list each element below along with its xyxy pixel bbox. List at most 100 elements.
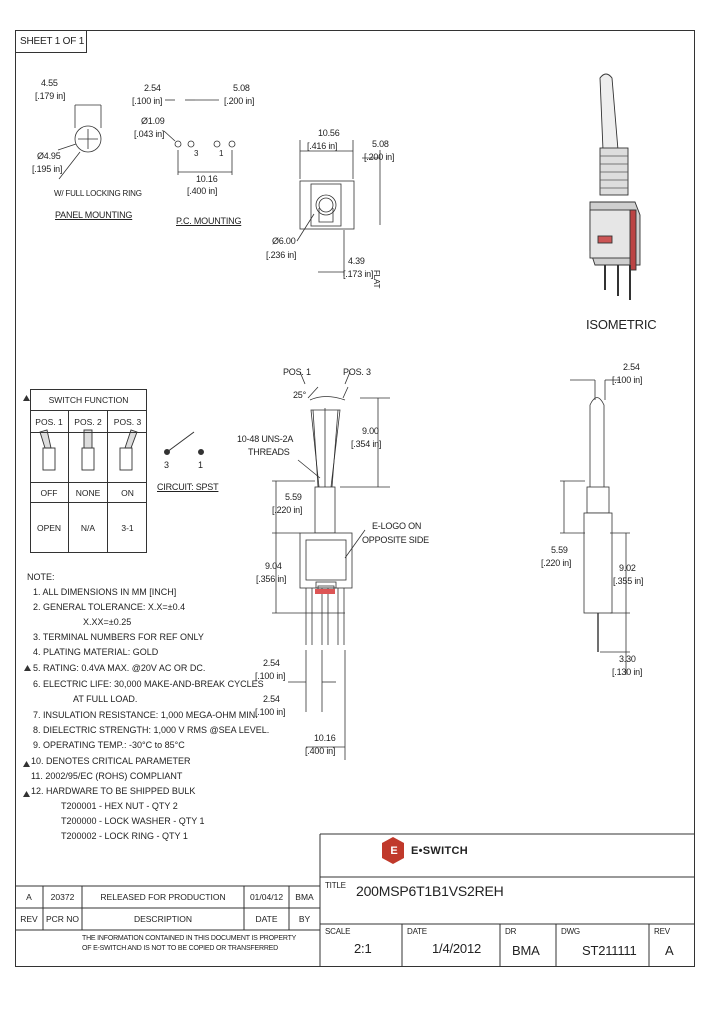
note-6: 6. ELECTRIC LIFE: 30,000 MAKE-AND-BREAK … [33,679,264,689]
date-label: DATE [407,927,427,936]
pc-dim1-in: [.100 in] [132,96,163,106]
switch-func-pos3: ON [108,483,147,503]
switch-circuit-pos3: 3-1 [121,523,134,533]
note-4: 4. PLATING MATERIAL: GOLD [33,647,159,657]
scale-label: SCALE [325,927,351,936]
revision-header-rev: REV [20,914,38,924]
rev-label: REV [654,927,670,936]
front-dim4-in: [.100 in] [255,671,286,681]
front-dim5: 2.54 [263,694,280,704]
switch-function-title: SWITCH FUNCTION [30,389,147,411]
side-dim2: 5.59 [551,545,568,555]
revision-header-date: DATE [255,914,278,924]
note-5: 5. RATING: 0.4VA MAX. @20V AC OR DC. [33,663,206,673]
top-dim2: 5.08 [372,139,389,149]
pc-pin-1: 1 [219,149,224,158]
circuit-label: CIRCUIT: SPST [157,482,219,492]
circuit-pin-1: 1 [198,460,203,470]
side-dim3: 9.02 [619,563,636,573]
side-dim2-in: [.220 in] [541,558,572,568]
dr-label: DR [505,927,517,936]
note-10: 10. DENOTES CRITICAL PARAMETER [31,756,191,766]
eswitch-logo: E•SWITCH [411,845,468,857]
top-dim4-in: [.173 in] [343,269,374,279]
note-7: 7. INSULATION RESISTANCE: 1,000 MEGA-OHM… [33,710,258,720]
top-dim4: 4.39 [348,256,365,266]
revision-row-desc: RELEASED FOR PRODUCTION [100,892,226,902]
note-1: 1. ALL DIMENSIONS IN MM [INCH] [33,587,177,597]
switch-function-table [30,389,147,553]
top-dim3: Ø6.00 [272,236,296,246]
pc-pin-3: 3 [194,149,199,158]
note-12b: T200000 - LOCK WASHER - QTY 1 [61,816,205,826]
pc-dim2-in: [.200 in] [224,96,255,106]
pc-dim3: Ø1.09 [141,116,165,126]
revision-row-date: 01/04/12 [249,892,284,902]
panel-dim2-in: [.195 in] [32,164,63,174]
front-dim2-in: [.220 in] [272,505,303,515]
switch-lever-cell-1 [30,433,69,483]
top-dim1-in: [.416 in] [307,141,338,151]
revision-row-by: BMA [295,892,314,902]
front-dim1-in: [.354 in] [351,439,382,449]
side-dim1: 2.54 [623,362,640,372]
confidential-line-1: THE INFORMATION CONTAINED IN THIS DOCUME… [82,935,297,942]
front-thread: 10-48 UNS-2A [237,434,294,444]
title-label: TITLE [325,881,346,890]
switch-header-pos3: POS. 3 [108,411,147,433]
note-12c: T200002 - LOCK RING - QTY 1 [61,831,188,841]
note-6b: AT FULL LOAD. [73,694,138,704]
panel-mounting-label: PANEL MOUNTING [55,210,133,220]
note-8: 8. DIELECTRIC STRENGTH: 1,000 V RMS @SEA… [33,725,270,735]
note-12: 12. HARDWARE TO BE SHIPPED BULK [31,786,196,796]
revision-header-desc: DESCRIPTION [133,914,193,924]
confidential-line-2: OF E-SWITCH AND IS NOT TO BE COPIED OR T… [82,945,279,952]
panel-note: W/ FULL LOCKING RING [54,189,142,198]
side-dim1-in: [.100 in] [612,375,643,385]
front-elogo: E-LOGO ON [372,521,422,531]
revision-row-pcr: 20372 [50,892,75,902]
revision-header-pcr: PCR NO [45,914,80,924]
switch-func-pos1: OFF [30,483,69,503]
pc-dim1: 2.54 [144,83,161,93]
front-pos3: POS. 3 [343,367,371,377]
circuit-pin-3: 3 [164,460,169,470]
front-dim2: 5.59 [285,492,302,502]
side-dim4-in: [.130 in] [612,667,643,677]
front-angle: 25° [293,390,307,400]
panel-dim1-in: [.179 in] [35,91,66,101]
panel-dim1: 4.55 [41,78,58,88]
note-heading: NOTE: [27,572,55,582]
front-pos1: POS. 1 [283,367,311,377]
drawing-frame [15,30,695,967]
switch-circuit-pos1: OPEN [30,503,69,553]
rev-value: A [665,943,674,958]
dwg-value: ST211111 [582,943,637,958]
front-dim3: 9.04 [265,561,282,571]
switch-header-pos1: POS. 1 [30,411,69,433]
side-dim4: 3.30 [619,654,636,664]
switch-circuit-pos2: N/A [69,503,108,553]
note-12a: T200001 - HEX NUT - QTY 2 [61,801,178,811]
revision-header-by: BY [298,914,311,924]
front-dim6-in: [.400 in] [305,746,336,756]
pc-dim4-in: [.400 in] [187,186,218,196]
front-dim3-in: [.356 in] [256,574,287,584]
date-value: 1/4/2012 [432,941,482,956]
front-thread2: THREADS [248,447,290,457]
scale-value: 2:1 [354,941,372,956]
pc-dim3-in: [.043 in] [134,129,165,139]
front-elogo2: OPPOSITE SIDE [362,535,429,545]
pc-dim4: 10.16 [196,174,218,184]
front-dim5-in: [.100 in] [255,707,286,717]
note-9: 9. OPERATING TEMP.: -30°C to 85°C [33,740,185,750]
side-dim3-in: [.355 in] [613,576,644,586]
pc-dim2: 5.08 [233,83,250,93]
dwg-label: DWG [561,927,580,936]
sheet-label: SHEET 1 OF 1 [20,36,85,47]
front-dim4: 2.54 [263,658,280,668]
top-flat-label: FLAT [372,270,381,289]
note-3: 3. TERMINAL NUMBERS FOR REF ONLY [33,632,204,642]
revision-row-rev: A [26,892,32,902]
switch-lever-cell-2 [69,433,108,483]
